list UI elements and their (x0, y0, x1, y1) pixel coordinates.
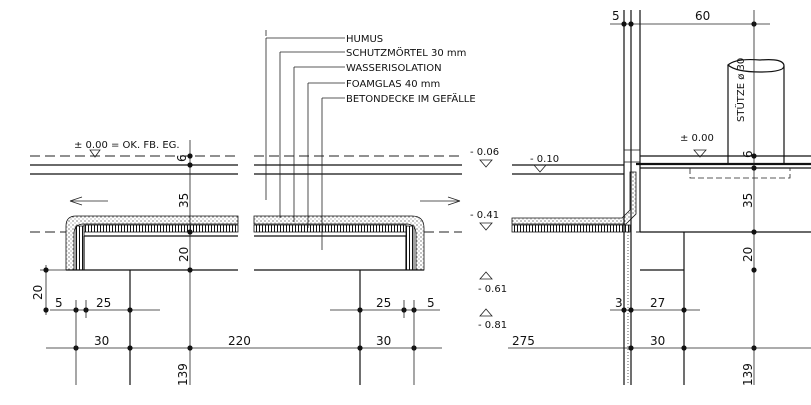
arrow-left-icon (69, 196, 83, 206)
layer-label-foamglas: FOAMGLAS 40 mm (346, 79, 440, 90)
insulation-band-left (83, 224, 239, 233)
level-zero-right: ± 0.00 (680, 133, 714, 144)
dim-5-mid: 5 (427, 296, 435, 310)
level-ok-fb-eg: ± 0.00 = OK. FB. EG. (74, 140, 180, 151)
threshold-detail (623, 149, 641, 163)
dim-30-left: 30 (94, 334, 109, 348)
column-base (689, 168, 791, 179)
insulation-band-mid (253, 224, 407, 233)
level-m006: - 0.06 (470, 147, 499, 158)
dim-220: 220 (228, 334, 251, 348)
layer-label-waterproof: WASSERISOLATION (346, 63, 442, 74)
dim-139-right: 139 (741, 363, 755, 386)
mortar-layer-right (253, 215, 425, 271)
mortar-layer-wall (511, 171, 637, 225)
middle-section: 25 5 30 HUMUS SCHUTZMÖRTEL 30 mm WASSERI… (253, 34, 507, 385)
column-label: STÜTZE ø 30 (734, 58, 747, 122)
arrow-right-icon (447, 196, 461, 206)
dim-275: 275 (512, 334, 535, 348)
dim-30-right: 30 (650, 334, 665, 348)
dim-60: 60 (695, 9, 710, 23)
insulation-band-right (511, 224, 631, 233)
dim-6-right: 6 (741, 150, 755, 158)
left-section: ± 0.00 = OK. FB. EG. 6 35 20 20 5 25 30 … (30, 140, 258, 386)
dim-5-top: 5 (612, 9, 620, 23)
insulation-edge-left (75, 225, 85, 271)
insulation-edge-mid (405, 225, 415, 271)
level-m010: - 0.10 (530, 154, 559, 165)
dim-27: 27 (650, 296, 665, 310)
layer-label-concrete: BETONDECKE IM GEFÄLLE (346, 92, 476, 105)
dim-139-left: 139 (176, 363, 190, 386)
level-m041: - 0.41 (470, 210, 499, 221)
dim-30-mid: 30 (376, 334, 391, 348)
level-m061: - 0.61 (478, 284, 507, 295)
mortar-layer-left (65, 215, 239, 271)
dim-5-left: 5 (55, 296, 63, 310)
dim-6-left: 6 (175, 154, 189, 162)
dim-20-vert: 20 (31, 285, 45, 300)
dim-3: 3 (615, 296, 623, 310)
dim-35-left: 35 (177, 193, 191, 208)
level-triangle-0 (89, 149, 101, 158)
dim-20-right: 20 (741, 247, 755, 262)
dim-35-right: 35 (741, 193, 755, 208)
dim-25-left: 25 (96, 296, 111, 310)
layer-label-humus: HUMUS (346, 34, 383, 45)
dim-20-left: 20 (177, 247, 191, 262)
dim-25-mid: 25 (376, 296, 391, 310)
layer-label-mortar: SCHUTZMÖRTEL 30 mm (346, 46, 466, 59)
level-m081: - 0.81 (478, 320, 507, 331)
right-section: - 0.10 STÜTZE ø 30 5 60 ± 0.00 (508, 9, 811, 386)
level-triangle-m010 (533, 164, 547, 173)
